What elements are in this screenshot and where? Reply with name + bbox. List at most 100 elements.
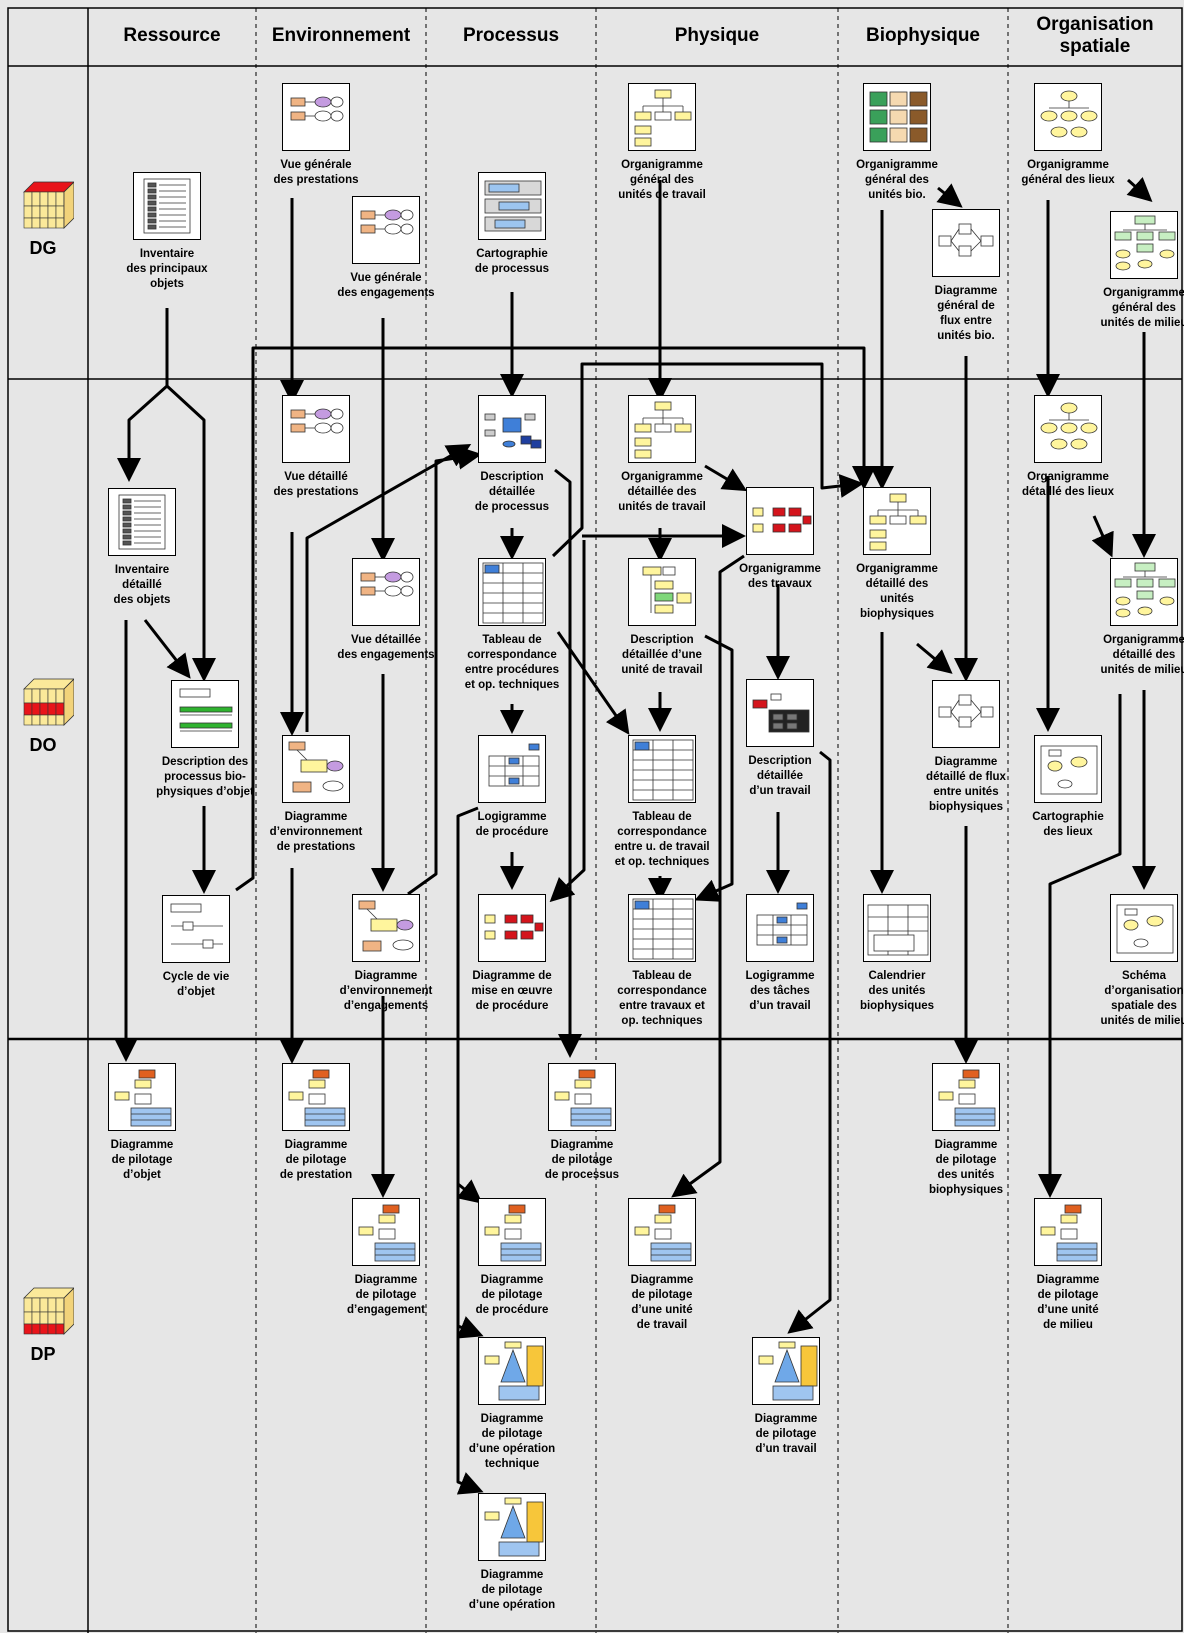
node-organigramme-detaille-lieux[interactable]: Organigramme détaillé des lieux: [993, 395, 1143, 500]
node-label: Organigramme détaillé des unités de mili…: [1100, 634, 1184, 676]
row-label-text: DO: [29, 735, 57, 755]
node-label: Diagramme de pilotage de prestation: [279, 1139, 353, 1181]
arrow-org-det-milieu-to-pil-milieu: [1038, 694, 1122, 1198]
node-description-detaillee-travail[interactable]: Description détaillée d’un travail: [705, 679, 855, 799]
node-label: Diagramme général de flux entre unités b…: [934, 285, 998, 342]
arrow-inv-to-desc-bio: [165, 384, 216, 682]
node-tableau-correspondance-travaux[interactable]: Tableau de correspondance entre travaux …: [587, 894, 737, 1029]
node-label: Diagramme de pilotage des unités biophys…: [928, 1139, 1004, 1196]
node-description-detaillee-processus[interactable]: Description détaillée de processus: [437, 395, 587, 515]
node-tableau-correspondance-procedures[interactable]: Tableau de correspondance entre procédur…: [437, 558, 587, 693]
node-pilotage-engagement[interactable]: Diagramme de pilotage d’engagement: [311, 1198, 461, 1318]
node-label: Organigramme détaillé des unités biophys…: [856, 563, 938, 620]
diagram-thumbnail: [863, 83, 931, 151]
node-label: Vue détaillée des engagements: [337, 634, 435, 661]
node-diagramme-environnement-engagements[interactable]: Diagramme d’environnement d’engagements: [311, 894, 461, 1014]
arrow-cycle-to-org-det-bio: [235, 346, 876, 892]
node-label: Vue générale des engagements: [337, 272, 435, 299]
node-label: Cartographie de processus: [474, 248, 550, 275]
node-pilotage-unite-milieu[interactable]: Diagramme de pilotage d’une unité de mil…: [993, 1198, 1143, 1333]
node-cartographie-processus[interactable]: Cartographie de processus: [437, 172, 587, 277]
arrow-org-trav-to-tab-corr-proc: [551, 362, 864, 558]
node-label: Tableau de correspondance entre u. de tr…: [614, 811, 710, 868]
node-diagramme-flux-detaille[interactable]: Diagramme détaillé de flux entre unités …: [891, 680, 1041, 815]
diagram-thumbnail: [628, 395, 696, 463]
node-pilotage-operation-technique[interactable]: Diagramme de pilotage d’une opération te…: [437, 1337, 587, 1472]
node-organigramme-general-lieux[interactable]: Organigramme général des lieux: [993, 83, 1143, 188]
diagram-thumbnail: [282, 83, 350, 151]
node-pilotage-unite-travail[interactable]: Diagramme de pilotage d’une unité de tra…: [587, 1198, 737, 1333]
node-vue-generale-engagements[interactable]: Vue générale des engagements: [311, 196, 461, 301]
node-label: Diagramme de pilotage d’une opération te…: [468, 1413, 556, 1470]
node-label: Diagramme détaillé de flux entre unités …: [926, 756, 1006, 813]
node-organigramme-travaux[interactable]: Organigramme des travaux: [705, 487, 855, 592]
node-pilotage-prestation[interactable]: Diagramme de pilotage de prestation: [241, 1063, 391, 1183]
diagram-thumbnail: [478, 735, 546, 803]
node-organigramme-detaille-unites-milieu[interactable]: Organigramme détaillé des unités de mili…: [1069, 558, 1184, 678]
diagram-thumbnail: [628, 1198, 696, 1266]
node-label: Description des processus bio- physiques…: [156, 756, 254, 798]
node-label: Organigramme des travaux: [739, 563, 821, 590]
node-diagramme-environnement-prestations[interactable]: Diagramme d’environnement de prestations: [241, 735, 391, 855]
row-label-dg: DG: [0, 181, 86, 259]
node-pilotage-objet[interactable]: Diagramme de pilotage d’objet: [67, 1063, 217, 1183]
node-label: Description détaillée d’un travail: [748, 755, 812, 797]
node-logigramme-taches[interactable]: Logigramme des tâches d’un travail: [705, 894, 855, 1014]
node-organigramme-detaille-unites-travail[interactable]: Organigramme détaillée des unités de tra…: [587, 395, 737, 515]
column-header-organisation-spatiale: Organisation spatiale: [1036, 14, 1154, 57]
diagram-thumbnail: [548, 1063, 616, 1131]
arrow-org-det-ut-to-org-trav: [704, 464, 748, 492]
node-logigramme-procedure[interactable]: Logigramme de procédure: [437, 735, 587, 840]
node-tableau-correspondance-unites-travail[interactable]: Tableau de correspondance entre u. de tr…: [587, 735, 737, 870]
arrow-tab-corr-trav-to-diag-mise: [549, 540, 586, 903]
diagram-thumbnail: [352, 196, 420, 264]
node-vue-detaillee-prestations[interactable]: Vue détaillé des prestations: [241, 395, 391, 500]
node-vue-detaillee-engagements[interactable]: Vue détaillée des engagements: [311, 558, 461, 663]
diagram-thumbnail: [932, 1063, 1000, 1131]
node-label: Logigramme des tâches d’un travail: [745, 970, 815, 1012]
row-label-do: DO: [0, 678, 86, 756]
node-label: Diagramme de pilotage d’un travail: [754, 1413, 818, 1455]
node-label: Organigramme général des lieux: [1021, 159, 1115, 186]
node-calendrier-unites-biophysiques[interactable]: Calendrier des unités biophysiques: [822, 894, 972, 1014]
node-vue-generale-prestations[interactable]: Vue générale des prestations: [241, 83, 391, 188]
node-organigramme-general-unites-bio[interactable]: Organigramme général des unités bio.: [822, 83, 972, 203]
node-label: Cycle de vie d’objet: [162, 971, 230, 998]
node-label: Diagramme de pilotage d’une unité de tra…: [630, 1274, 694, 1331]
node-label: Inventaire des principaux objets: [126, 248, 208, 290]
diagram-thumbnail: [478, 1493, 546, 1561]
cube-icon: [12, 1284, 74, 1340]
diagram-thumbnail: [628, 558, 696, 626]
diagram-thumbnail: [1110, 558, 1178, 626]
node-inventaire-detaille-objets[interactable]: Inventaire détaillé des objets: [67, 488, 217, 608]
node-schema-organisation-spatiale[interactable]: Schéma d’organisation spatiale des unité…: [1069, 894, 1184, 1029]
node-diagramme-flux-unites-bio[interactable]: Diagramme général de flux entre unités b…: [891, 209, 1041, 344]
node-label: Schéma d’organisation spatiale des unité…: [1100, 970, 1184, 1027]
diagram-thumbnail: [628, 735, 696, 803]
node-description-detaillee-unite-travail[interactable]: Description détaillée d’une unité de tra…: [587, 558, 737, 678]
diagram-thumbnail: [478, 172, 546, 240]
node-inventaire-principaux-objets[interactable]: Inventaire des principaux objets: [92, 172, 242, 292]
node-organigramme-detaille-unites-biophysiques[interactable]: Organigramme détaillé des unités biophys…: [822, 487, 972, 622]
node-label: Diagramme de pilotage de procédure: [475, 1274, 549, 1316]
diagram-thumbnail: [162, 895, 230, 963]
diagram-thumbnail: [171, 680, 239, 748]
diagram-thumbnail: [478, 1337, 546, 1405]
diagram-thumbnail: [863, 894, 931, 962]
node-description-processus-biophysiques[interactable]: Description des processus bio- physiques…: [130, 680, 280, 800]
arrow-logi-to-pil-procedure: [456, 806, 483, 1204]
node-pilotage-processus[interactable]: Diagramme de pilotage de processus: [507, 1063, 657, 1183]
node-organigramme-general-unites-travail[interactable]: Organigramme général des unités de trava…: [587, 83, 737, 203]
node-cycle-vie-objet[interactable]: Cycle de vie d’objet: [121, 895, 271, 1000]
node-label: Diagramme de pilotage d’engagement: [347, 1274, 425, 1316]
node-pilotage-travail[interactable]: Diagramme de pilotage d’un travail: [711, 1337, 861, 1457]
node-pilotage-procedure[interactable]: Diagramme de pilotage de procédure: [437, 1198, 587, 1318]
node-cartographie-lieux[interactable]: Cartographie des lieux: [993, 735, 1143, 840]
node-pilotage-operation[interactable]: Diagramme de pilotage d’une opération: [437, 1493, 587, 1613]
node-pilotage-unites-biophysiques[interactable]: Diagramme de pilotage des unités biophys…: [891, 1063, 1041, 1198]
diagram-thumbnail: [863, 487, 931, 555]
diagram-thumbnail: [108, 488, 176, 556]
node-organigramme-general-unites-milieu[interactable]: Organigramme général des unités de milie…: [1069, 211, 1184, 331]
arrow-inv-det-to-desc-bio: [143, 619, 191, 679]
node-diagramme-mise-en-oeuvre[interactable]: Diagramme de mise en œuvre de procédure: [437, 894, 587, 1014]
